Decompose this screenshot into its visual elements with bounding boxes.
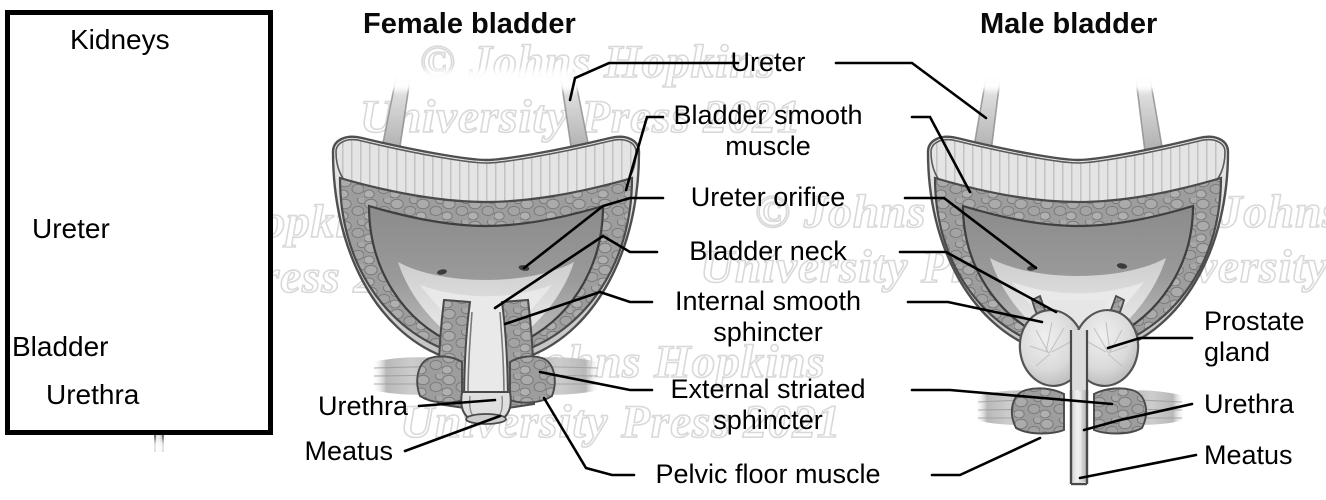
label-internal-smooth-sphincter-line1: Internal smooth <box>674 286 862 316</box>
label-ureter: Ureter <box>730 47 806 77</box>
leader-bladder-neck-right <box>898 250 1058 314</box>
leader-male-urethra <box>1082 402 1194 432</box>
leader-external-sphincter-left <box>538 370 654 392</box>
title-male-bladder: Male bladder <box>980 8 1158 40</box>
male-ureter-orifice-right <box>1116 263 1128 269</box>
leader-ureter-left <box>568 61 740 102</box>
inset-label-bladder: Bladder <box>12 331 109 362</box>
label-male-urethra: Urethra <box>1204 389 1295 419</box>
leader-internal-sphincter-right <box>906 300 1044 324</box>
leader-bladder-smooth-muscle-left <box>624 115 665 192</box>
inset-panel-frame <box>5 10 273 435</box>
prostate-gland-art <box>1018 309 1140 387</box>
leader-internal-sphincter-left <box>503 290 654 326</box>
label-ureter-orifice: Ureter orifice <box>690 182 846 212</box>
leader-male-meatus <box>1078 453 1198 480</box>
male-bladder-art <box>926 70 1230 486</box>
title-female-bladder: Female bladder <box>363 8 576 40</box>
leader-bladder-neck-left <box>493 234 659 310</box>
leader-ureter-right <box>834 61 988 120</box>
leader-ureter-orifice-right <box>903 196 1038 270</box>
leader-pelvic-floor-left <box>542 396 636 477</box>
leader-external-sphincter-right <box>910 388 1114 406</box>
label-bladder-smooth-muscle-line1: Bladder smooth <box>673 100 863 130</box>
label-pelvic-floor-muscle: Pelvic floor muscle <box>655 459 881 489</box>
label-male-meatus: Meatus <box>1204 440 1293 470</box>
label-external-striated-sphincter-line2: sphincter <box>713 405 823 435</box>
label-bladder-neck: Bladder neck <box>689 236 847 266</box>
label-internal-smooth-sphincter-line2: sphincter <box>713 317 823 347</box>
leader-bladder-smooth-muscle-right <box>910 115 972 194</box>
leader-female-urethra <box>417 398 497 408</box>
label-prostate-gland-line1: Prostate <box>1204 306 1305 336</box>
leader-female-meatus <box>403 414 502 453</box>
inset-label-kidneys: Kidneys <box>70 24 170 55</box>
leader-lines <box>403 61 1198 480</box>
inset-label-urethra: Urethra <box>46 379 140 410</box>
label-female-meatus: Meatus <box>304 436 393 466</box>
leader-ureter-orifice-left <box>522 196 665 270</box>
ureter-orifice-left <box>437 269 447 275</box>
label-bladder-smooth-muscle-line2: muscle <box>725 131 811 161</box>
female-bladder-art <box>331 70 641 425</box>
leader-pelvic-floor-right <box>930 436 1042 477</box>
inset-label-ureter: Ureter <box>32 213 110 244</box>
label-female-urethra: Urethra <box>317 391 408 421</box>
label-external-striated-sphincter-line1: External striated <box>670 374 866 404</box>
leader-prostate-gland <box>1106 336 1194 350</box>
label-prostate-gland-line2: gland <box>1204 337 1271 367</box>
